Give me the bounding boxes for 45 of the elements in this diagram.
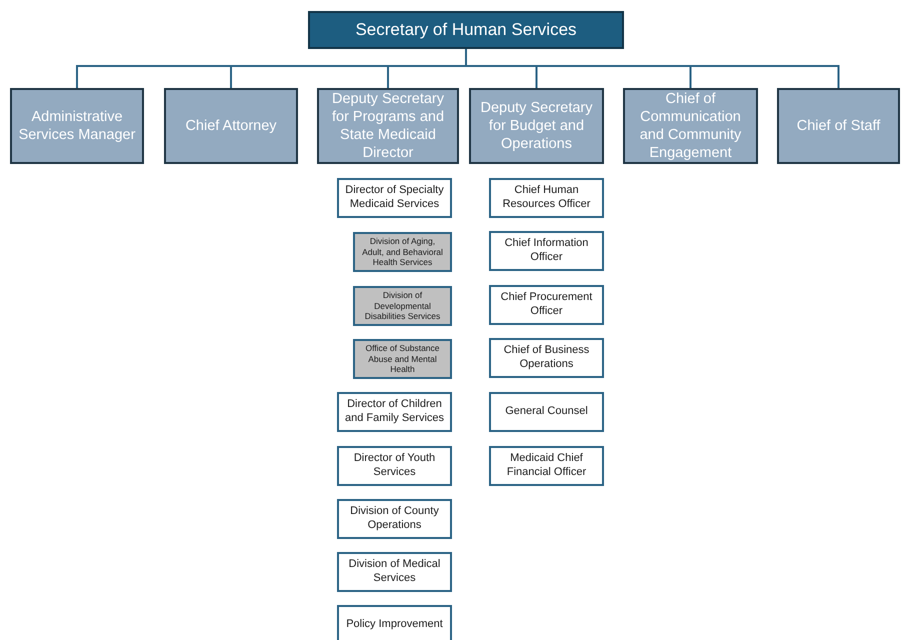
box-label: Chief Procurement Officer <box>500 291 594 319</box>
box-label: Division of Medical Services <box>348 558 442 586</box>
box-label: Chief of Communication and Community Engagement <box>638 90 742 162</box>
box-label: Deputy Secretary for Budget and Operations <box>479 98 594 154</box>
box-label: Chief of Staff <box>796 116 880 136</box>
role-box <box>337 499 452 539</box>
role-box <box>489 178 604 218</box>
box-label: Division of Developmental Disabilities Services <box>364 290 442 322</box>
connector-line <box>465 49 840 88</box>
role-box <box>337 605 452 640</box>
role-box <box>164 88 298 164</box>
role-box <box>489 338 604 378</box>
division-box <box>353 232 452 272</box>
role-box <box>317 88 459 164</box>
box-label: Director of Specialty Medicaid Services <box>344 184 445 212</box>
box-label: Policy Improvement <box>346 618 443 632</box>
role-box <box>337 178 452 218</box>
role-box <box>489 446 604 486</box>
box-label: Office of Substance Abuse and Mental Health <box>364 343 441 375</box>
box-label: Secretary of Human Services <box>355 20 577 40</box>
box-label: Deputy Secretary for Programs and State Medicaid Director <box>330 90 446 162</box>
role-box <box>489 285 604 325</box>
box-label: Division of County Operations <box>349 505 440 533</box>
role-box <box>489 231 604 271</box>
title-box <box>308 11 624 49</box>
box-label: Medicaid Chief Financial Officer <box>506 452 588 480</box>
box-label: Director of Children and Family Services <box>344 398 446 426</box>
box-label: Chief Human Resources Officer <box>502 184 592 212</box>
box-label: Chief Information Officer <box>504 237 590 265</box>
role-box <box>337 446 452 486</box>
box-label: Director of Youth Services <box>352 452 436 480</box>
role-box <box>337 552 452 592</box>
role-box <box>623 88 758 164</box>
division-box <box>353 339 452 379</box>
role-box <box>10 88 144 164</box>
division-box <box>353 286 452 326</box>
box-label: Administrative Services Manager <box>18 108 136 144</box>
role-box <box>337 392 452 432</box>
role-box <box>777 88 900 164</box>
box-label: General Counsel <box>505 405 588 419</box>
box-label: Chief of Business Operations <box>502 344 590 372</box>
box-label: Division of Aging, Adult, and Behavioral Health Services <box>361 236 444 268</box>
box-label: Chief Attorney <box>185 116 277 136</box>
role-box <box>489 392 604 432</box>
role-box <box>469 88 604 164</box>
